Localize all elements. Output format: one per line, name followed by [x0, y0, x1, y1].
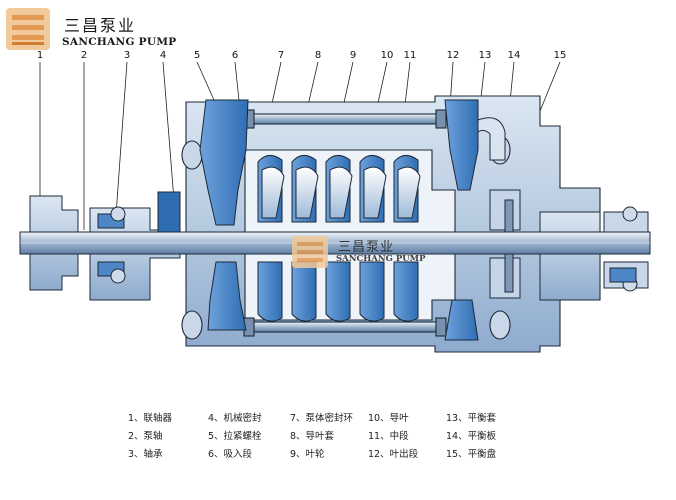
legend-item: 13、平衡套 [446, 413, 497, 424]
legend-item: 6、吸入段 [208, 449, 253, 460]
watermark-name-en: SANCHANG PUMP [336, 254, 426, 264]
legend-item: 5、拉紧螺栓 [208, 431, 262, 442]
part-number-3: 3 [123, 50, 131, 61]
part-number-11: 11 [403, 50, 417, 61]
part-number-12: 12 [446, 50, 460, 61]
legend-item: 3、轴承 [128, 449, 163, 460]
part-number-13: 13 [478, 50, 492, 61]
watermark-name-cn: 三昌泵业 [338, 240, 395, 255]
part-number-8: 8 [314, 50, 322, 61]
legend-item: 4、机械密封 [208, 413, 262, 424]
part-number-5: 5 [193, 50, 201, 61]
part-number-7: 7 [277, 50, 285, 61]
part-number-1: 1 [36, 50, 44, 61]
parts-legend: 1、联轴器 4、机械密封 7、泵体密封环 10、导叶 13、平衡套 2、泵轴 5… [128, 410, 548, 490]
stage-2 [291, 155, 319, 322]
part-number-9: 9 [349, 50, 357, 61]
impeller-stages [257, 155, 421, 322]
legend-item: 12、叶出段 [368, 449, 419, 460]
legend-item: 2、泵轴 [128, 431, 163, 442]
legend-item: 14、平衡板 [446, 431, 497, 442]
part-number-15: 15 [553, 50, 567, 61]
center-watermark: 三昌泵业 SANCHANG PUMP [290, 234, 430, 274]
stage-1 [257, 155, 285, 322]
part-number-6: 6 [231, 50, 239, 61]
watermark-logo-icon [292, 236, 328, 268]
stage-4 [359, 155, 387, 322]
legend-item: 7、泵体密封环 [290, 413, 354, 424]
brand-logo-icon [6, 8, 50, 50]
brand-name-cn: 三昌泵业 [64, 16, 137, 35]
part-number-10: 10 [380, 50, 394, 61]
legend-item: 15、平衡盘 [446, 449, 497, 460]
brand-header: 三昌泵业 SANCHANG PUMP [4, 6, 204, 54]
brand-name-en: SANCHANG PUMP [62, 36, 177, 48]
legend-item: 9、叶轮 [290, 449, 325, 460]
legend-item: 1、联轴器 [128, 413, 173, 424]
part-number-4: 4 [159, 50, 167, 61]
part-number-14: 14 [507, 50, 521, 61]
part-number-2: 2 [80, 50, 88, 61]
shaft [19, 231, 651, 255]
legend-item: 10、导叶 [368, 413, 409, 424]
legend-item: 8、导叶套 [290, 431, 335, 442]
stage-5 [393, 155, 421, 322]
stage-3 [325, 155, 353, 322]
legend-item: 11、中段 [368, 431, 409, 442]
suction-passage [199, 99, 506, 341]
